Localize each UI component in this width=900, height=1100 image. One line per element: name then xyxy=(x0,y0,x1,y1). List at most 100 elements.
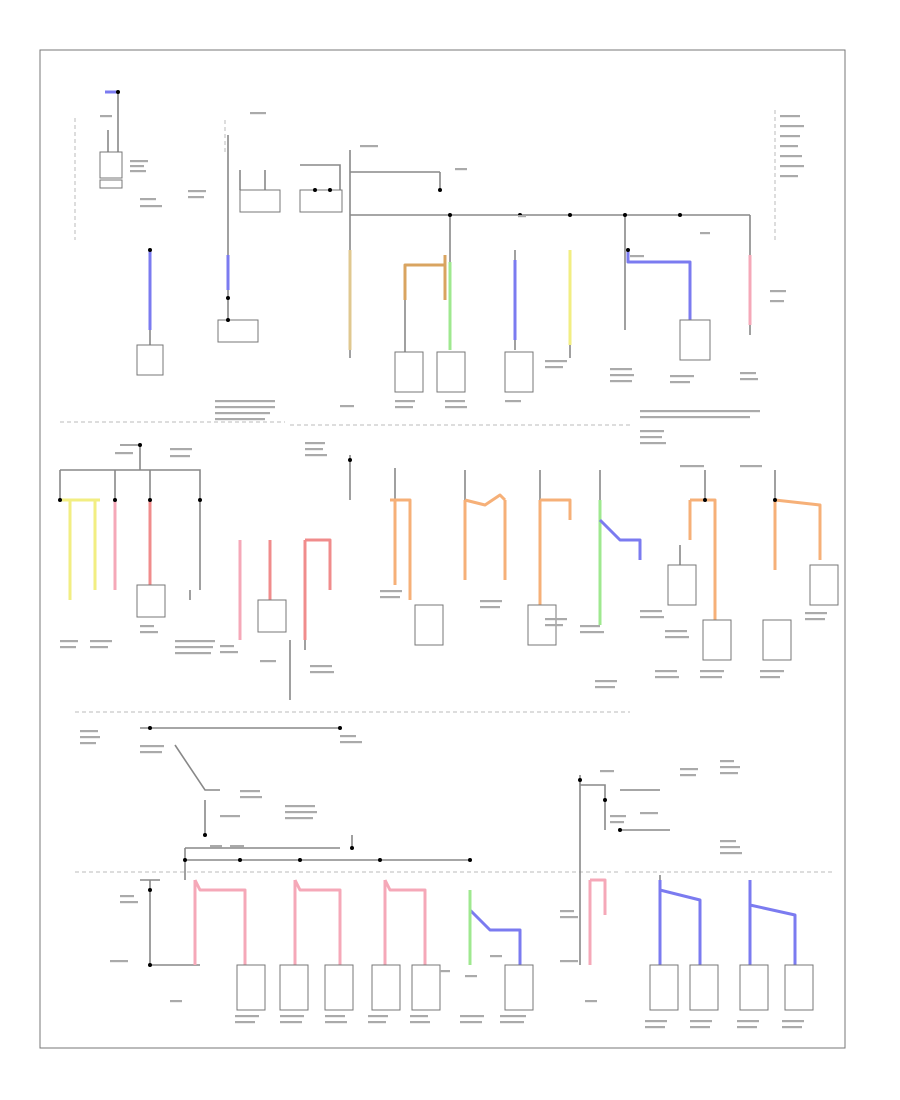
component-box xyxy=(809,564,839,606)
wire-label xyxy=(340,405,354,408)
component-box xyxy=(649,964,679,1011)
wire-label xyxy=(580,625,600,628)
wire-blue xyxy=(468,890,522,965)
diagram-border xyxy=(39,49,846,1049)
wire-orange xyxy=(690,498,717,620)
component-box xyxy=(679,319,711,361)
wire-label xyxy=(610,821,624,824)
wire-label xyxy=(700,676,722,679)
wire-label xyxy=(260,660,276,663)
wire-label xyxy=(90,646,108,649)
wire-label xyxy=(545,366,563,369)
wire-label xyxy=(130,170,146,173)
wire-label xyxy=(640,416,750,419)
component-box xyxy=(299,189,343,213)
component-box xyxy=(411,964,441,1011)
wire-label xyxy=(310,671,334,674)
splice-node xyxy=(378,858,382,862)
wire-label xyxy=(645,1026,665,1029)
wire-label xyxy=(610,380,632,383)
wire-label xyxy=(760,676,780,679)
wire-label xyxy=(595,680,617,683)
wire-label xyxy=(760,670,784,673)
component-box xyxy=(667,564,697,606)
wire-label xyxy=(700,232,710,235)
wire-red xyxy=(305,538,332,590)
wire-label xyxy=(640,436,662,439)
wire-pink xyxy=(293,879,342,965)
wire-label xyxy=(560,910,574,913)
splice-node xyxy=(116,90,120,94)
wire-label xyxy=(380,590,402,593)
wire-label xyxy=(220,645,234,648)
wire-label xyxy=(310,665,332,668)
wire-blue xyxy=(626,250,692,320)
wire-label xyxy=(340,741,362,744)
wire-label xyxy=(230,845,244,848)
splice-node xyxy=(226,296,230,300)
wire-label xyxy=(130,165,144,168)
wire-label xyxy=(720,766,740,769)
splice-node xyxy=(313,188,317,192)
wire-label xyxy=(60,640,78,643)
splice-node xyxy=(348,458,352,462)
wire-pink xyxy=(383,879,427,965)
wire-yellow xyxy=(60,498,72,600)
wire-label xyxy=(780,115,800,118)
wire-label xyxy=(782,1020,804,1023)
wire-label xyxy=(465,975,477,978)
splice-node xyxy=(198,498,202,502)
splice-node xyxy=(568,213,572,217)
wire-label xyxy=(480,600,502,603)
wire-label xyxy=(445,406,467,409)
wire-label xyxy=(490,955,502,958)
wire-label xyxy=(235,1021,255,1024)
wire-label xyxy=(500,1021,524,1024)
component-box xyxy=(99,151,123,179)
wire-pink xyxy=(193,879,247,965)
wire-label xyxy=(805,612,827,615)
wire-label xyxy=(560,916,578,919)
wire-label xyxy=(690,1020,712,1023)
wire-label xyxy=(215,406,275,409)
wire-label xyxy=(285,811,317,814)
wire-label xyxy=(610,374,634,377)
wire-label xyxy=(665,636,689,639)
wire xyxy=(300,164,341,190)
splice-node xyxy=(148,248,152,252)
wire-label xyxy=(680,774,696,777)
wire-label xyxy=(455,168,467,171)
splice-node xyxy=(338,726,342,730)
wire-label xyxy=(805,618,825,621)
wire-label xyxy=(780,175,798,178)
splice-points xyxy=(58,90,777,967)
component-box xyxy=(279,964,309,1011)
wire-label xyxy=(80,730,98,733)
wire-label xyxy=(700,670,724,673)
wire-label xyxy=(670,375,694,378)
wire-label xyxy=(140,198,156,201)
wire-label xyxy=(220,815,240,818)
component-box xyxy=(702,619,732,661)
wire-label xyxy=(250,112,266,115)
wire-label xyxy=(460,1015,484,1018)
wire-label xyxy=(720,840,736,843)
wire-label xyxy=(655,676,679,679)
wire-label xyxy=(410,1021,430,1024)
wire-orange xyxy=(464,493,507,507)
splice-node xyxy=(113,498,117,502)
splice-node xyxy=(328,188,332,192)
wire-label xyxy=(188,190,206,193)
wire-label xyxy=(140,751,162,754)
wire-label xyxy=(580,631,604,634)
wire-label xyxy=(630,255,644,258)
wire-blue xyxy=(659,888,702,965)
wire-label xyxy=(395,406,413,409)
wire-label xyxy=(175,640,215,643)
splice-node xyxy=(203,833,207,837)
wire-label xyxy=(770,290,786,293)
wire-label xyxy=(115,452,133,455)
wire-label xyxy=(340,735,356,738)
wire-label xyxy=(585,1000,597,1003)
wire-label xyxy=(305,442,325,445)
